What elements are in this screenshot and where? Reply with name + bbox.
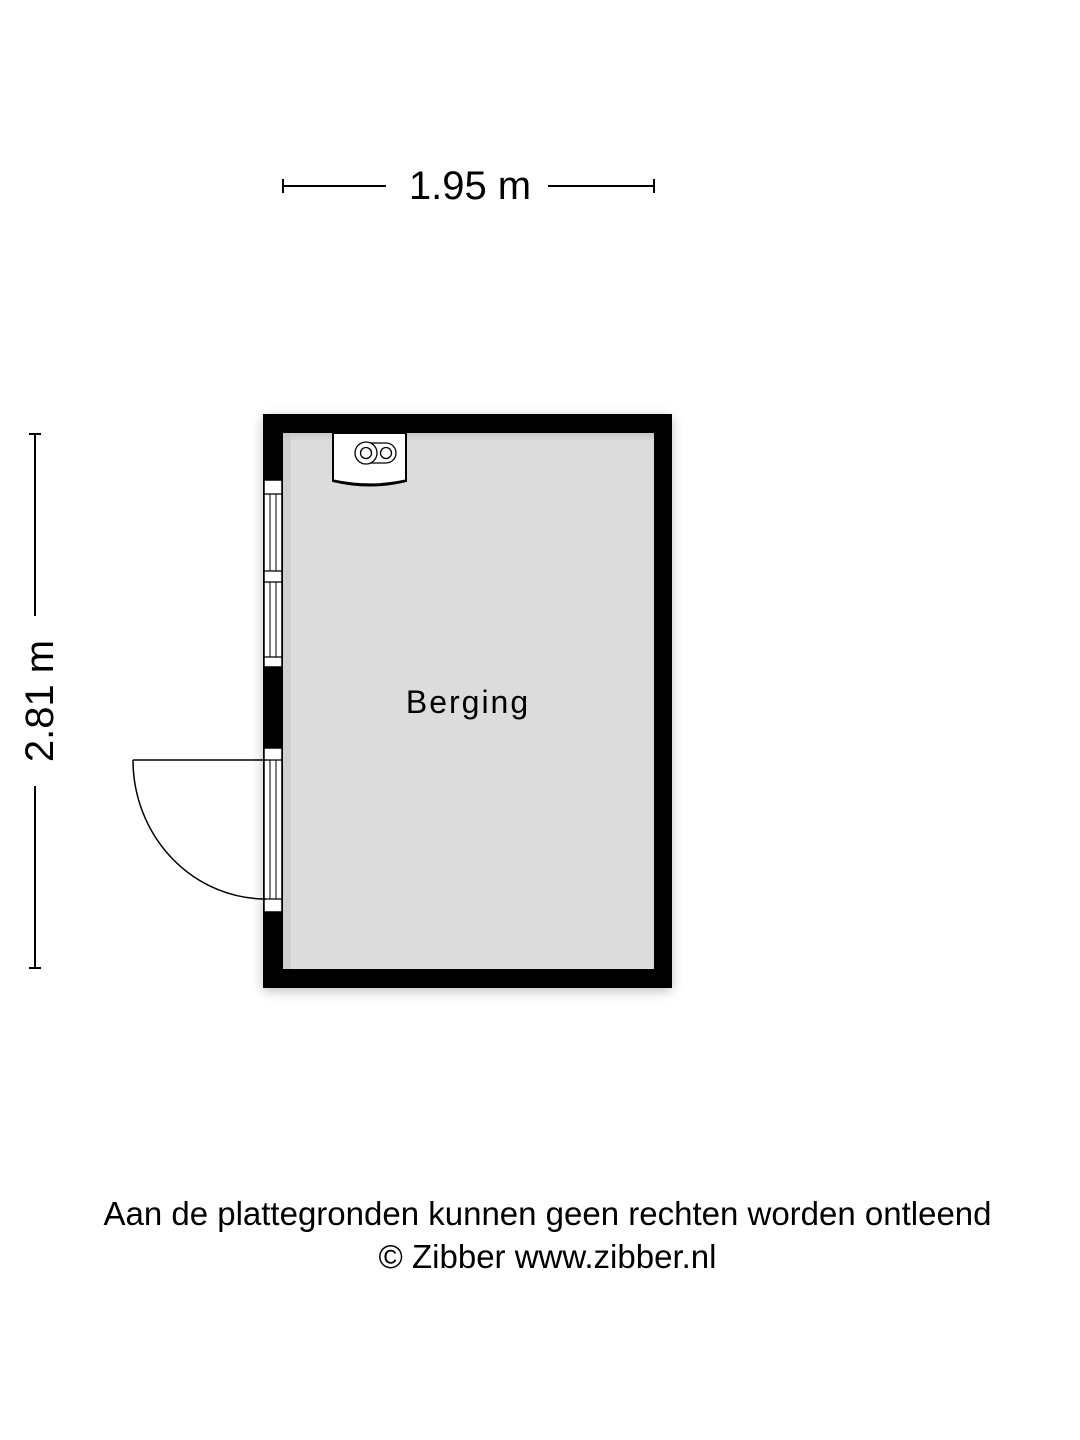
- height-dimension-label: 2.81 m: [18, 639, 62, 763]
- copyright-text: © Zibber www.zibber.nl: [378, 1238, 717, 1275]
- disclaimer-text: Aan de plattegronden kunnen geen rechten…: [103, 1195, 992, 1232]
- room-name-label: Berging: [405, 684, 531, 720]
- room-floor: [283, 433, 654, 969]
- width-dimension-label: 1.95 m: [408, 164, 532, 208]
- height-dimension-line: [29, 433, 41, 969]
- door-swing-arc: [132, 759, 267, 900]
- boiler-unit-icon: [332, 432, 407, 487]
- door: [132, 747, 283, 913]
- width-dimension-line: [282, 179, 655, 193]
- window: [263, 479, 283, 668]
